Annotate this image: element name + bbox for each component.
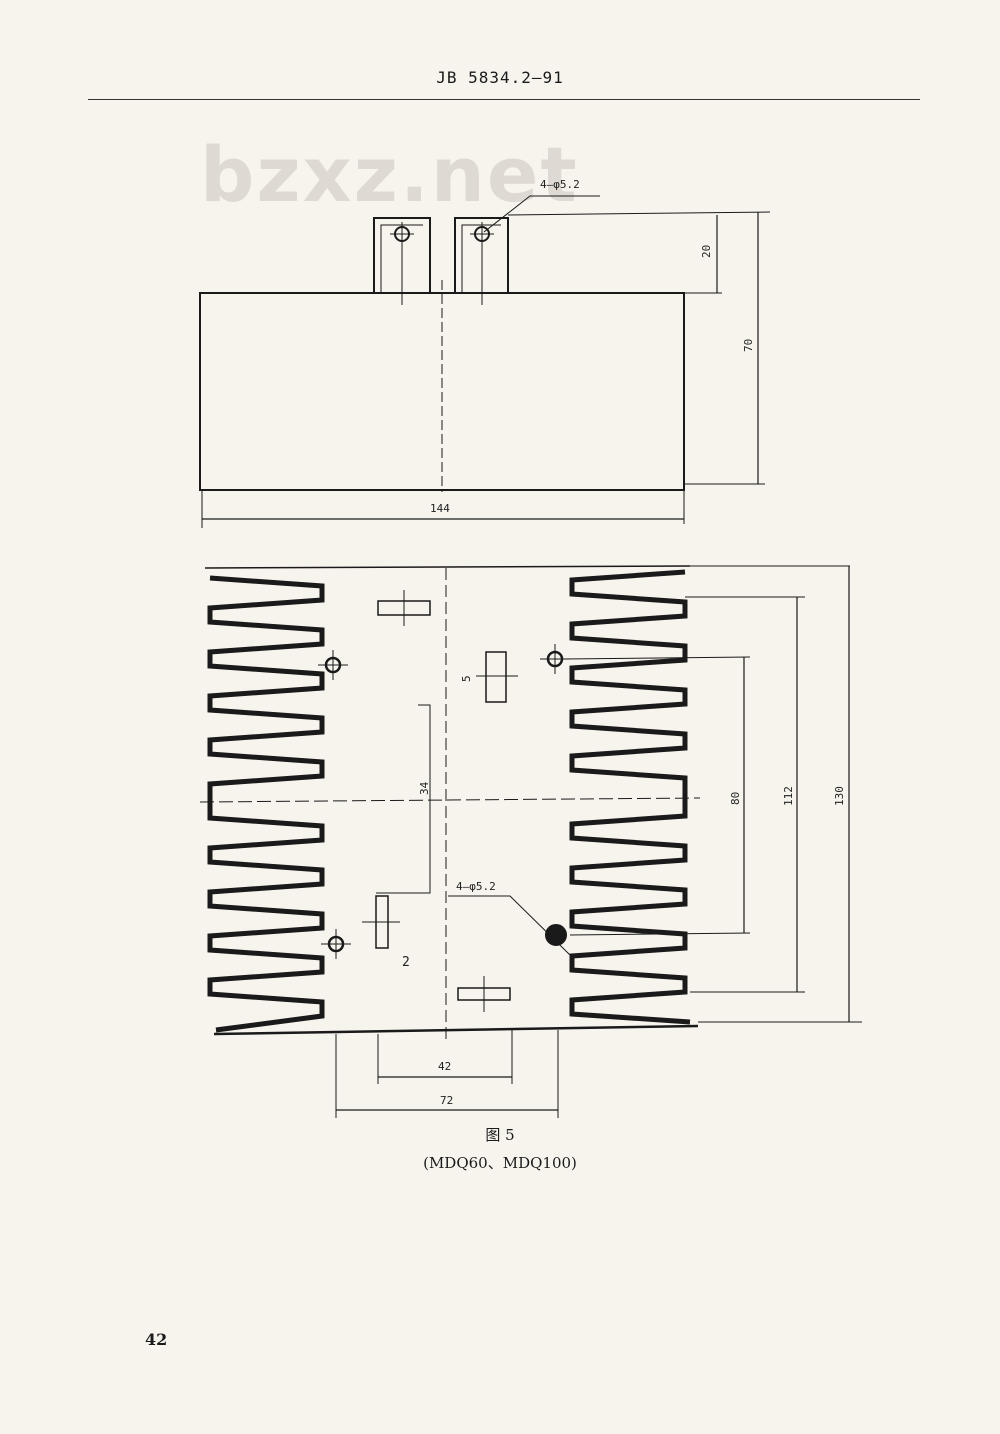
top-view-hole-label: 4—φ5.2 (540, 178, 580, 191)
heat-sink-fins-left (207, 575, 325, 1033)
dim-72: 72 (440, 1094, 453, 1107)
dim-top-height: 70 (742, 339, 755, 352)
figure-models: (MDQ60、MDQ100) (423, 1154, 577, 1172)
dim-2: 2 (402, 955, 410, 970)
top-view-tab-left (373, 217, 431, 293)
dim-center-34: 34 (418, 781, 431, 795)
figure-number: 图 5 (485, 1126, 515, 1144)
watermark: bzxz.net (200, 130, 579, 219)
dim-130: 130 (833, 786, 846, 806)
dim-112: 112 (782, 786, 795, 806)
top-view-tab-right (454, 217, 509, 293)
bottom-view-hole-label: 4—φ5.2 (456, 880, 496, 893)
dim-42: 42 (438, 1060, 451, 1073)
dim-top-width: 144 (430, 502, 450, 515)
header-rule (88, 99, 920, 100)
page-number: 42 (145, 1330, 168, 1349)
dim-80: 80 (729, 792, 742, 805)
document-code: JB 5834.2—91 (436, 68, 564, 87)
heat-sink-fins-right (569, 569, 691, 1025)
dim-tab-height: 20 (700, 245, 713, 258)
dim-small-5: 5 (460, 675, 473, 682)
